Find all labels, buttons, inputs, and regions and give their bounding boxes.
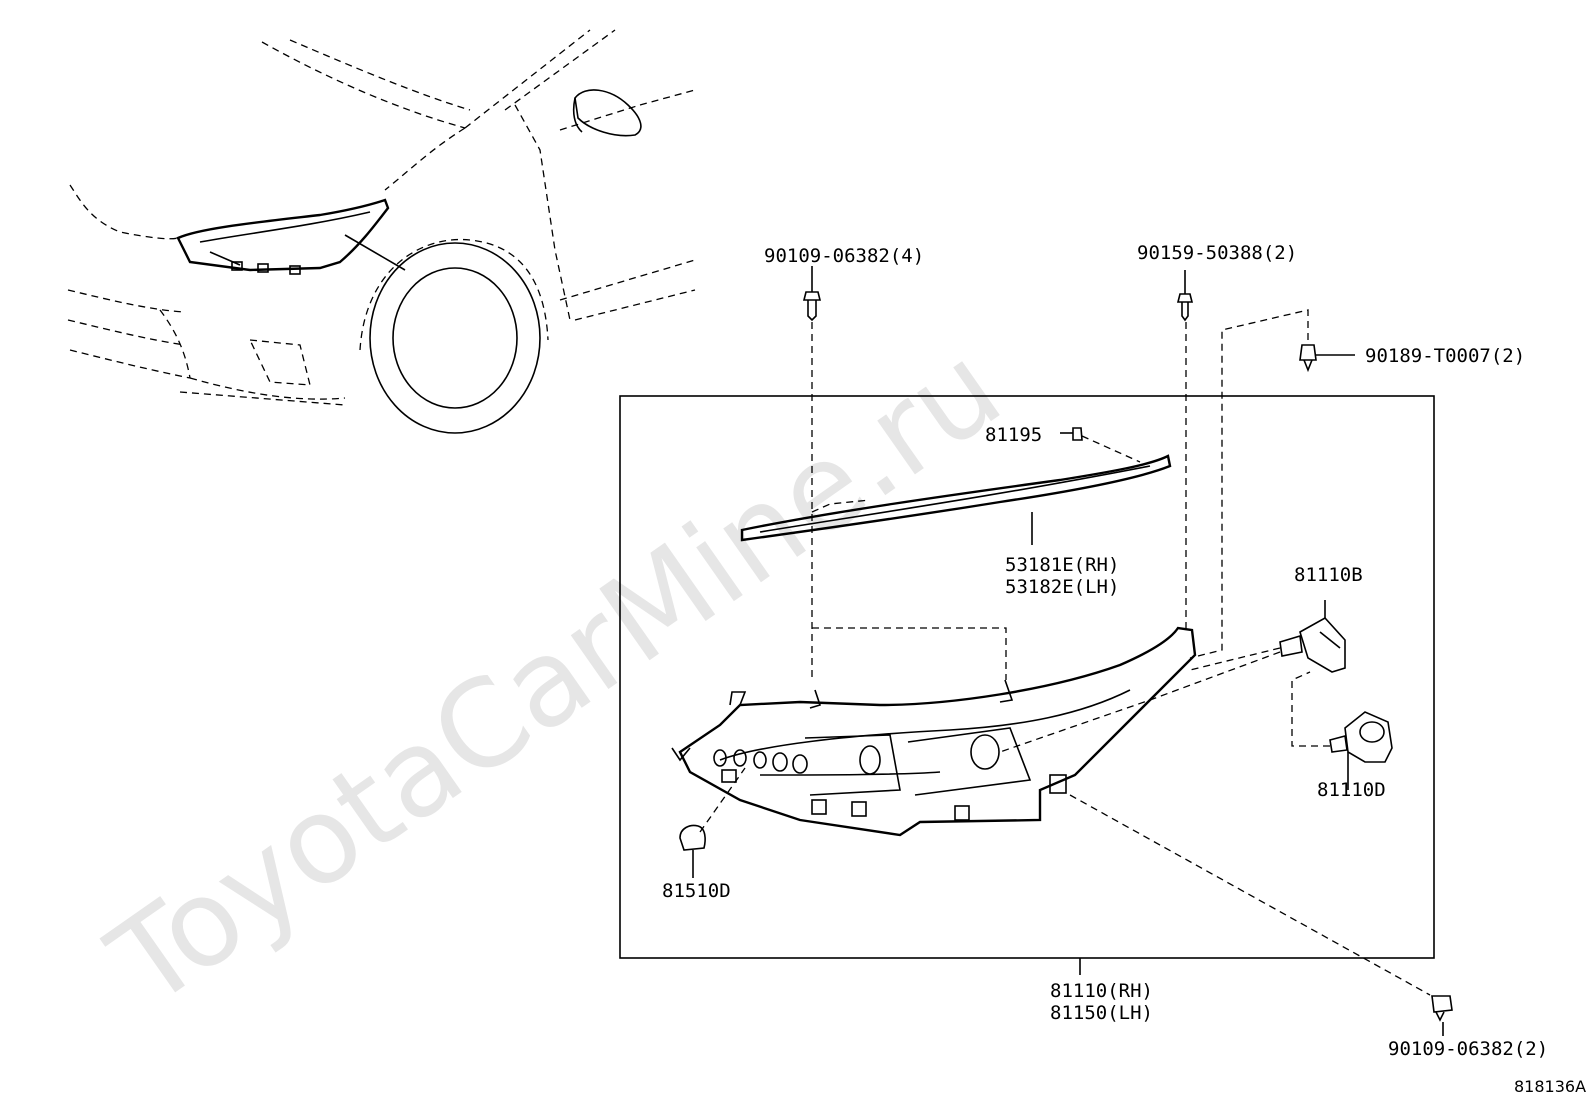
bulb-81510d-icon <box>679 767 746 878</box>
label-screw-top: 90159-50388(2) <box>1137 242 1297 264</box>
label-headlamp-rh: 81110(RH) <box>1050 980 1153 1002</box>
label-headlamp-lh: 81150(LH) <box>1050 1002 1153 1024</box>
bolt-top-icon <box>802 266 822 680</box>
bulb-81110d-icon <box>1291 671 1393 790</box>
label-bulb-81110d: 81110D <box>1317 779 1386 801</box>
label-bulb-81510d: 81510D <box>662 880 731 902</box>
label-clip: 90189-T0007(2) <box>1365 345 1525 367</box>
headlamp-molding-strip <box>740 454 1172 545</box>
label-molding-rh: 53181E(RH) <box>1005 554 1119 576</box>
label-molding-lh: 53182E(LH) <box>1005 576 1119 598</box>
headlamp-assembly-frame <box>619 395 1435 959</box>
small-screw-icon <box>1060 427 1141 463</box>
bolt-bottom-icon <box>1431 995 1453 1036</box>
watermark-text: ToyotaCarMine.ru <box>86 319 1025 1035</box>
car-overview-illustration <box>67 29 696 434</box>
screw-top-icon <box>1176 270 1194 632</box>
bulb-81110b-icon <box>999 600 1346 753</box>
label-bolt-bottom: 90109-06382(2) <box>1388 1038 1548 1060</box>
clip-icon <box>1189 309 1355 659</box>
label-small-screw: 81195 <box>985 424 1042 446</box>
diagram-id: 818136A <box>1514 1077 1586 1096</box>
headlamp-assembly-illustration <box>671 626 1197 837</box>
label-bulb-81110b: 81110B <box>1294 564 1363 586</box>
label-bolt-top: 90109-06382(4) <box>764 245 924 267</box>
